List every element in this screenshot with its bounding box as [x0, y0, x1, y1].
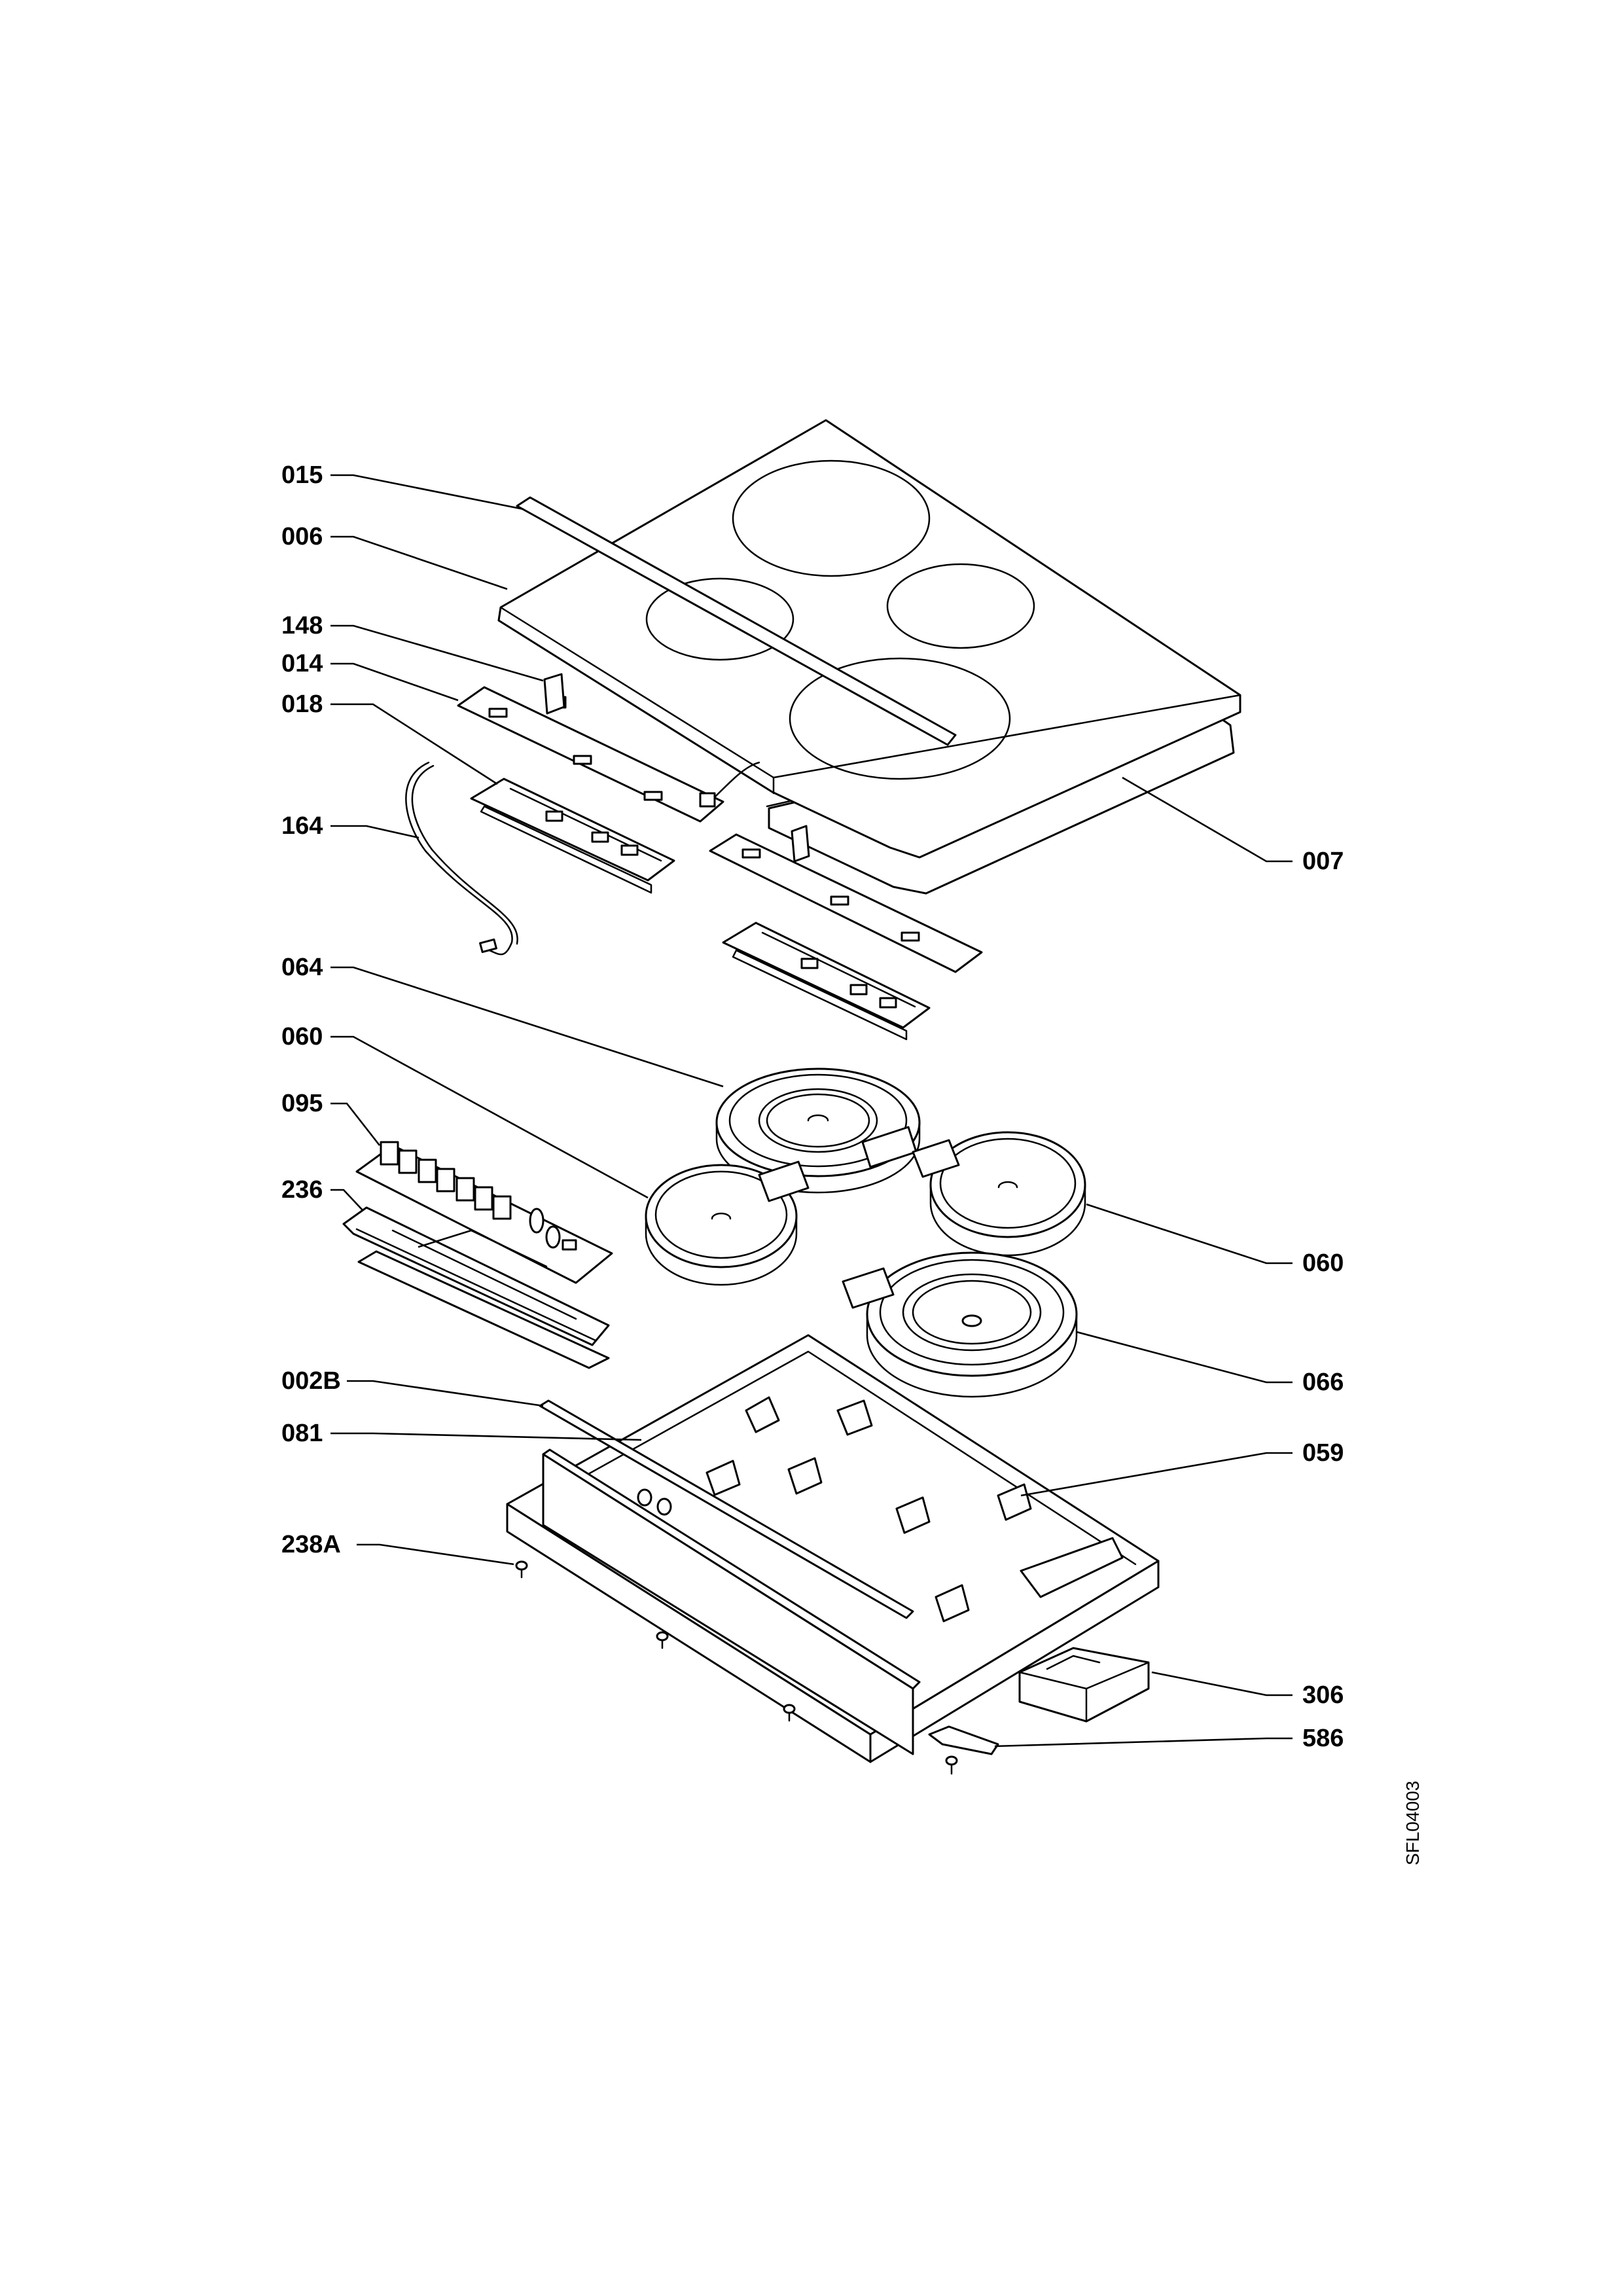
cable-clamp-586	[928, 1725, 999, 1755]
callout-306: 306	[1302, 1681, 1344, 1709]
connecting-lead-164	[405, 761, 518, 956]
touch-control-board-right	[709, 825, 983, 973]
callout-081: 081	[281, 1420, 323, 1447]
screws-238A	[515, 1560, 958, 1775]
radiant-heater-060-right	[912, 1131, 1086, 1257]
callout-095: 095	[281, 1090, 323, 1117]
callout-586: 586	[1302, 1725, 1344, 1752]
callout-018: 018	[281, 691, 323, 718]
callout-064: 064	[281, 954, 323, 981]
power-board-095	[355, 1141, 613, 1284]
callout-060-left: 060	[281, 1023, 323, 1050]
side-rail-081	[542, 1448, 921, 1755]
flex-cable-148	[543, 673, 565, 715]
radiant-heater-060-left	[645, 1160, 810, 1286]
terminal-block-306	[1018, 1647, 1150, 1723]
board-holder-236	[342, 1206, 610, 1369]
callout-148: 148	[281, 612, 323, 639]
callout-labels: 015 006 148 014 018 164 007 064 060 095 …	[281, 461, 1344, 1752]
callout-leaders	[330, 474, 1293, 1748]
callout-238A: 238A	[281, 1531, 341, 1558]
front-strip-015	[516, 496, 957, 746]
callout-059: 059	[1302, 1439, 1344, 1467]
drawing-reference: SFL04003	[1402, 1781, 1423, 1865]
touch-control-support-right	[722, 922, 931, 1041]
callout-060-right: 060	[1302, 1249, 1344, 1277]
callout-066: 066	[1302, 1369, 1344, 1396]
touch-control-support-018	[470, 778, 675, 894]
callout-236: 236	[281, 1176, 323, 1204]
front-strip-002B	[539, 1399, 914, 1619]
callout-164: 164	[281, 812, 323, 840]
bottom-housing-059	[506, 1334, 1160, 1763]
radiant-heater-066	[842, 1251, 1078, 1398]
callout-002B: 002B	[281, 1367, 341, 1395]
callout-007: 007	[1302, 848, 1344, 875]
callout-006: 006	[281, 523, 323, 550]
callout-014: 014	[281, 650, 323, 677]
glass-ceramic-hob-006	[497, 419, 1241, 859]
callout-015: 015	[281, 461, 323, 489]
